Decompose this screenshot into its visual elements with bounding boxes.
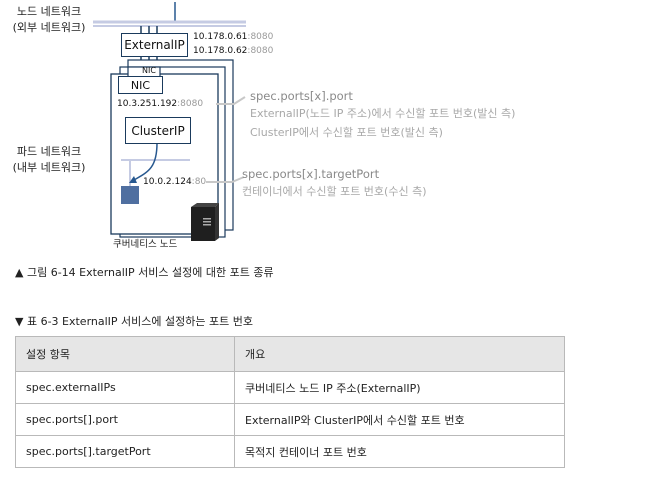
cluster-ip: 10.3.251.192 xyxy=(117,99,178,109)
target-callout-line xyxy=(206,176,245,183)
port-callout-desc-1: ExternalIP(노드 IP 주소)에서 수신할 포트 번호(발신 측) xyxy=(250,107,516,120)
pod-network-label-line2: (내부 네트워크) xyxy=(12,161,86,174)
table-cell: 쿠버네티스 노드 IP 주소(ExternalIP) xyxy=(234,371,565,404)
table-cell: spec.externalIPs xyxy=(15,371,235,404)
external-ip-box: ExternalIP xyxy=(121,33,188,57)
pod-ip-addr: 10.0.2.124:80 xyxy=(143,177,206,187)
target-callout-desc: 컨테이너에서 수신할 포트 번호(수신 측) xyxy=(242,185,427,198)
table-cell: spec.ports[].port xyxy=(15,403,235,436)
figure-caption: ▲ 그림 6-14 ExternalIP 서비스 설정에 대한 포트 종류 xyxy=(15,266,274,279)
external-ip-2: 10.178.0.62 xyxy=(193,46,248,56)
external-ip-1: 10.178.0.61 xyxy=(193,32,248,42)
target-callout-title: spec.ports[x].targetPort xyxy=(242,167,380,181)
port-callout-title: spec.ports[x].port xyxy=(250,89,353,103)
external-port-2: :8080 xyxy=(247,46,274,56)
pod-network-label: 파드 네트워크 (내부 네트워크) xyxy=(8,144,90,176)
table-header-row: 설정 항목 개요 xyxy=(15,336,565,372)
external-ip-addr-2: 10.178.0.62:8080 xyxy=(193,46,273,56)
node-network-label-line1: 노드 네트워크 xyxy=(16,5,82,18)
table-cell: 목적지 컨테이너 포트 번호 xyxy=(234,435,565,468)
port-callout-desc-2: ClusterIP에서 수신할 포트 번호(발신 측) xyxy=(250,126,443,139)
table-row: spec.ports[].port ExternalIP와 ClusterIP에… xyxy=(15,403,565,436)
cluster-ip-addr: 10.3.251.192:8080 xyxy=(117,99,203,109)
pod-port: :80 xyxy=(191,177,207,187)
pod-network-label-line1: 파드 네트워크 xyxy=(16,145,82,158)
port-callout-line xyxy=(216,96,246,105)
nic-back-label: NIC xyxy=(142,66,156,75)
pod-square xyxy=(121,186,139,204)
table-cell: spec.ports[].targetPort xyxy=(15,435,235,468)
table-caption: ▼ 표 6-3 ExternalIP 서비스에 설정하는 포트 번호 xyxy=(15,315,253,328)
port-table: 설정 항목 개요 spec.externalIPs 쿠버네티스 노드 IP 주소… xyxy=(15,336,565,468)
arrow-head xyxy=(129,176,137,183)
cluster-to-pod-arrow xyxy=(133,142,158,181)
table-header-cell: 개요 xyxy=(234,336,565,372)
node-network-label: 노드 네트워크 (외부 네트워크) xyxy=(8,4,90,36)
nic-box: NIC xyxy=(118,76,163,94)
node-network-label-line2: (외부 네트워크) xyxy=(12,21,86,34)
node-label: 쿠버네티스 노드 xyxy=(113,239,178,250)
server-icon xyxy=(191,203,219,241)
external-ip-addr-1: 10.178.0.61:8080 xyxy=(193,32,273,42)
pod-ip: 10.0.2.124 xyxy=(143,177,192,187)
table-row: spec.externalIPs 쿠버네티스 노드 IP 주소(External… xyxy=(15,371,565,404)
table-cell: ExternalIP와 ClusterIP에서 수신할 포트 번호 xyxy=(234,403,565,436)
table-header-cell: 설정 항목 xyxy=(15,336,235,372)
external-port-1: :8080 xyxy=(247,32,274,42)
cluster-ip-box: ClusterIP xyxy=(125,117,191,144)
cluster-port: :8080 xyxy=(177,99,204,109)
table-row: spec.ports[].targetPort 목적지 컨테이너 포트 번호 xyxy=(15,435,565,468)
